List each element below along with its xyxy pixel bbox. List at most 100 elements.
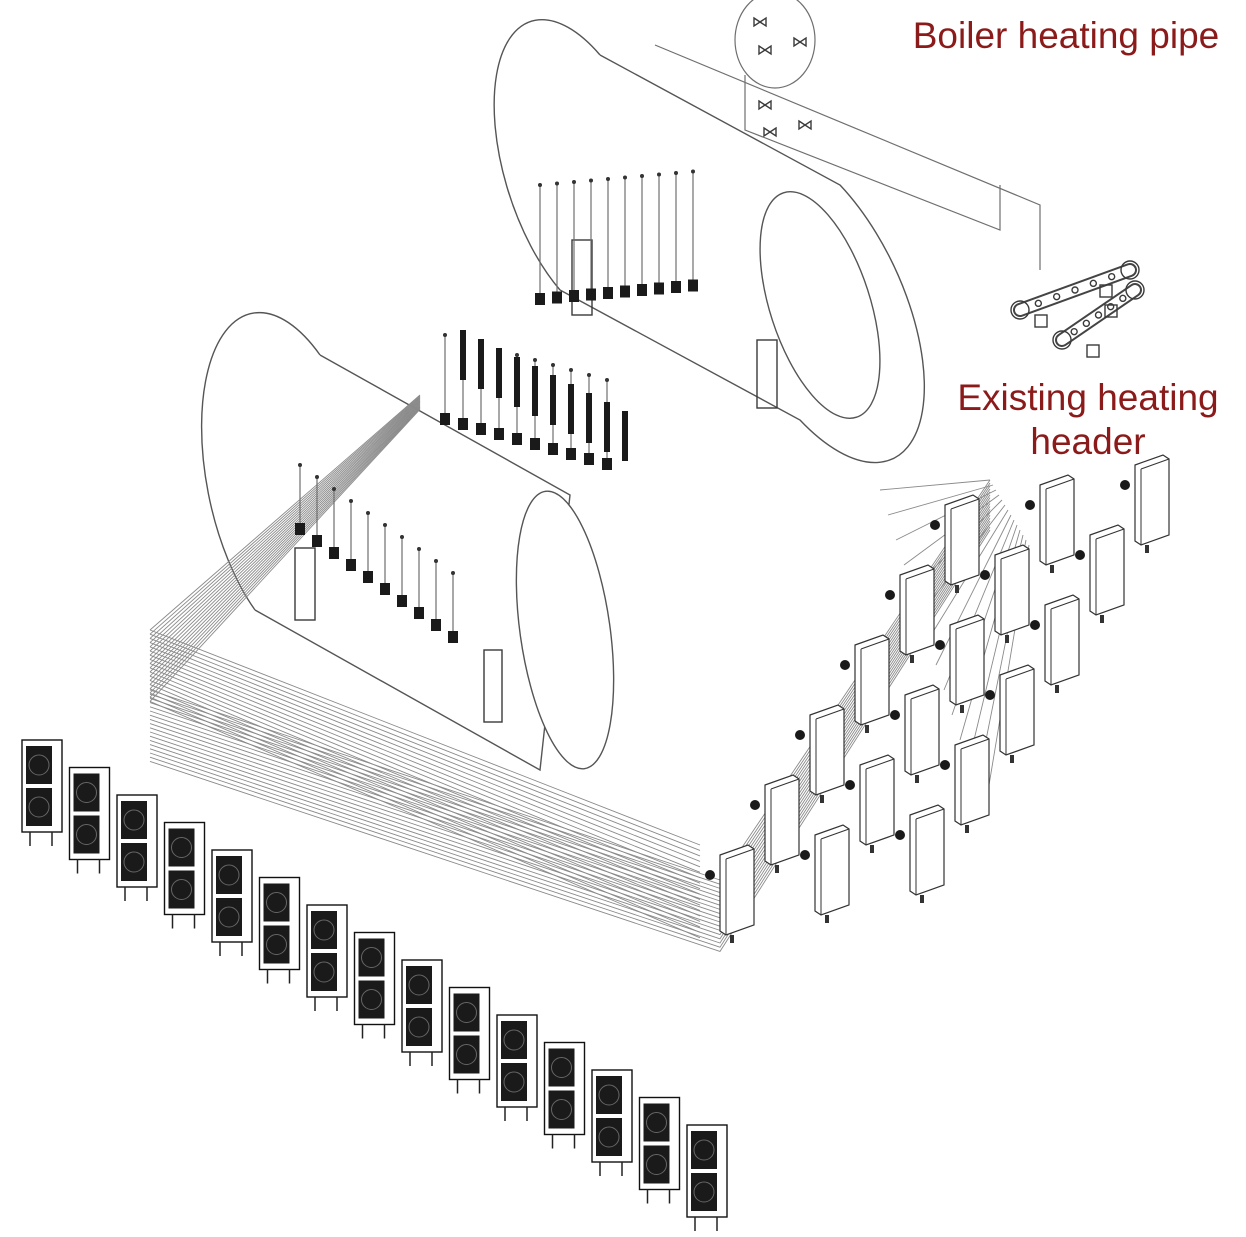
mid-tank-fitting [443, 333, 447, 337]
outdoor-unit-fan-panel [311, 911, 337, 949]
boiler-heating-pipe-label: Boiler heating pipe [896, 14, 1236, 58]
circulation-pump-icon [568, 384, 574, 434]
upper-tank-fitting [623, 175, 627, 180]
indoor-unit-pump-icon [930, 520, 940, 530]
indoor-unit-pump-icon [885, 590, 895, 600]
fan-icon [361, 947, 382, 968]
outdoor-unit-fan-panel [26, 788, 52, 826]
indoor-unit-pump-icon [980, 570, 990, 580]
indoor-unit-body [899, 564, 935, 656]
header-port [1089, 279, 1098, 288]
mid-tank-valve-icon [548, 443, 558, 455]
fan-icon [646, 1154, 667, 1175]
pipe-line-upper [149, 403, 421, 677]
outdoor-unit-fan-panel [453, 1035, 480, 1074]
pipe-line-upper [149, 404, 421, 681]
indoor-unit-body [944, 494, 980, 586]
mid-tank-valve-icon [512, 433, 522, 445]
lower-tank-fitting [400, 535, 404, 539]
boiler-valves [753, 16, 812, 138]
circulation-pump-icon [460, 330, 466, 380]
lower-tank-nameplate [294, 547, 316, 621]
pipe-line-mid [149, 663, 701, 890]
fan-icon [28, 754, 50, 776]
header-port [1106, 302, 1115, 311]
boiler-valve-detail [734, 0, 816, 89]
indoor-unit-body [954, 734, 990, 826]
indoor-unit-body [1039, 474, 1075, 566]
pipe-line-upper [149, 400, 421, 660]
indoor-units [705, 454, 1170, 943]
header-pump-icon [1099, 284, 1113, 298]
upper-tank-fitting [674, 171, 678, 175]
outdoor-unit-fan-panel [691, 1173, 717, 1211]
fan-icon [456, 1002, 477, 1023]
header-end-cap [1052, 330, 1072, 350]
indoor-unit [1120, 454, 1170, 553]
header-end-cap [1010, 300, 1030, 320]
fan-icon [408, 1016, 430, 1038]
valve-groups [295, 169, 698, 643]
lower-tank-fitting [417, 547, 421, 551]
indoor-unit-edge [915, 808, 945, 820]
mid-tank-valve-icon [440, 413, 450, 425]
mid-tank-fitting [569, 368, 573, 372]
pipe-line-lower [149, 529, 991, 952]
indoor-unit-edge [820, 828, 850, 840]
upper-tank-valve-icon [688, 279, 698, 292]
outdoor-unit-fan-panel [168, 870, 195, 909]
indoor-unit-edge [770, 778, 800, 790]
boiler-valve-icon [758, 44, 772, 56]
outdoor-unit [68, 766, 111, 874]
mid-tank-fitting [515, 353, 519, 357]
outdoor-unit-fan-panel [263, 883, 290, 922]
indoor-unit-foot [1145, 545, 1149, 553]
outdoor-unit [306, 904, 348, 1011]
boiler-heating-pipe-line [654, 44, 1041, 270]
mid-tank-fitting [551, 363, 555, 367]
indoor-unit-foot [1010, 755, 1014, 763]
mid-tank-fitting [605, 378, 609, 382]
mid-tank-fitting [587, 373, 591, 377]
indoor-unit-edge [1045, 478, 1075, 490]
circulation-pump-icon [478, 339, 484, 389]
indoor-unit [1030, 594, 1080, 693]
outdoor-unit-fan-panel [596, 1076, 622, 1114]
indoor-unit-body [764, 774, 800, 866]
pipe-line-mid [149, 650, 701, 873]
outdoor-unit-fan-panel [73, 773, 100, 812]
indoor-unit-edge [1000, 548, 1030, 560]
lower-tank-fitting [332, 487, 336, 491]
lower-tank-fitting [298, 463, 302, 467]
upper-tank-valve-icon [603, 287, 613, 299]
fan-icon [266, 892, 287, 913]
lower-tank-valve-icon [431, 619, 441, 631]
outdoor-unit-fan-panel [453, 993, 480, 1032]
indoor-unit [1025, 474, 1075, 573]
indoor-unit [885, 564, 935, 663]
indoor-unit-pump-icon [845, 780, 855, 790]
pipe-line-upper [149, 405, 421, 685]
outdoor-unit-fan-panel [216, 898, 242, 936]
fan-icon [551, 1099, 572, 1120]
fan-icon [266, 934, 287, 955]
indoor-unit-body [1134, 454, 1170, 546]
indoor-unit-pump-icon [800, 850, 810, 860]
fan-icon [503, 1029, 525, 1051]
indoor-unit-edge [1095, 528, 1125, 540]
circulation-pump-icon [622, 411, 628, 461]
indoor-unit-edge [1005, 668, 1035, 680]
header-body-inner [1015, 265, 1135, 315]
indoor-unit [935, 614, 985, 713]
pipe-line-mid [149, 688, 701, 922]
upper-tank-valve-icon [654, 282, 664, 295]
indoor-unit [985, 664, 1035, 763]
indoor-unit-edge [725, 848, 755, 860]
indoor-unit-edge [905, 568, 935, 580]
indoor-unit [795, 704, 845, 803]
pipe-line-mid [149, 700, 701, 939]
circulation-pump-icon [514, 357, 520, 407]
indoor-unit-foot [1100, 615, 1104, 623]
header-port [1052, 292, 1061, 301]
pipe-line-lower [149, 520, 991, 940]
